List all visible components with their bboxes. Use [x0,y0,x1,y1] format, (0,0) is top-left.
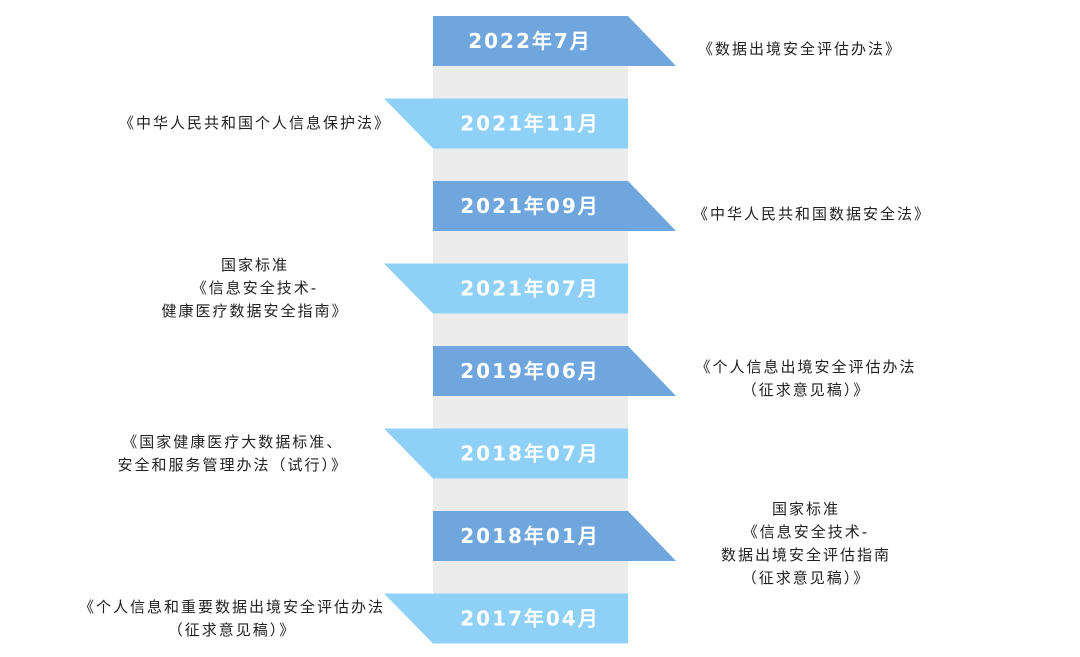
event-description: 《国家健康医疗大数据标准、安全和服务管理办法（试行）》 [118,431,349,477]
ribbon-fold [433,313,628,346]
description-line: 《个人信息和重要数据出境安全评估办法 [79,597,386,616]
event-description: 《中华人民共和国数据安全法》 [693,203,931,226]
description-line: 健康医疗数据安全指南》 [161,302,349,320]
description-line: （征求意见稿）》 [741,381,871,399]
description-line: 安全和服务管理办法（试行）》 [117,455,349,474]
ribbon-fold [433,478,628,511]
timeline-event-1: 2022年7月 [433,16,676,66]
description-line: 《中华人民共和国数据安全法》 [693,204,932,223]
timeline-event-6: 2018年07月 [384,428,628,479]
date-ribbon [433,346,676,396]
event-description: 《个人信息和重要数据出境安全评估办法 （征求意见稿）》 [79,596,385,642]
event-description: 《个人信息出境安全评估办法 （征求意见稿）》 [696,356,917,402]
date-ribbon [384,98,628,149]
timeline-event-7: 2018年01月 [433,511,676,561]
date-label: 2019年06月 [460,359,600,383]
description-line: （征求意见稿）》 [167,620,297,639]
description-line: 《信息安全技术- [191,279,319,297]
timeline-event-2: 2021年11月 [384,98,628,149]
timeline-event-4: 2021年07月 [384,263,628,314]
event-description: 《中华人民共和国个人信息保护法》 [119,112,391,135]
date-label: 2018年07月 [460,442,600,466]
date-ribbon [384,593,628,644]
event-description: 国家标准《信息安全技术- 数据出境安全评估指南 （征求意见稿）》 [721,498,891,590]
description-line: 国家标准 [772,500,841,518]
ribbon-fold [433,561,628,594]
description-line: （征求意见稿）》 [741,569,871,587]
date-label: 2022年7月 [468,29,592,53]
description-line: 《信息安全技术- [742,523,870,541]
date-ribbon [433,511,676,561]
event-description: 《数据出境安全评估办法》 [698,38,902,61]
timeline-event-8: 2017年04月 [384,593,628,644]
description-line: 《中华人民共和国个人信息保护法》 [119,114,392,132]
timeline-event-3: 2021年09月 [433,181,676,231]
date-ribbon [384,428,628,479]
date-label: 2021年11月 [460,112,600,136]
date-label: 2021年07月 [460,277,600,301]
date-ribbon [384,263,628,314]
date-label: 2018年01月 [460,524,600,548]
ribbon-fold [433,396,628,429]
date-label: 2017年04月 [460,607,600,631]
description-line: 数据出境安全评估指南 [721,546,892,564]
timeline-event-5: 2019年06月 [433,346,676,396]
ribbon-fold [433,66,628,99]
event-description: 国家标准《信息安全技术- 健康医疗数据安全指南》 [162,254,349,323]
date-ribbon [433,16,676,66]
ribbon-fold [433,148,628,181]
date-ribbon [433,181,676,231]
description-line: 国家标准 [221,256,290,274]
description-line: 《国家健康医疗大数据标准、 [122,432,344,451]
ribbon-fold [433,231,628,264]
description-line: 《数据出境安全评估办法》 [698,39,903,58]
description-line: 《个人信息出境安全评估办法 [695,358,917,376]
date-label: 2021年09月 [460,194,600,218]
